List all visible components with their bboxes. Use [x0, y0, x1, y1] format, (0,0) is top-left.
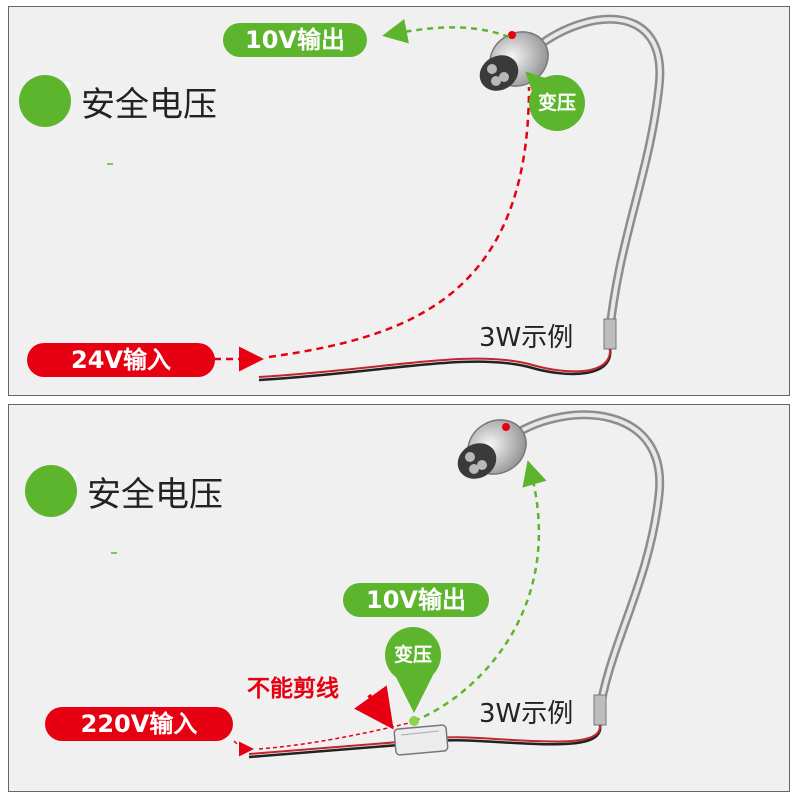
safe-voltage-badge: 安全电压	[19, 75, 217, 127]
safe-voltage-label: 安全电压	[87, 474, 223, 515]
panel-1-drawing	[27, 14, 665, 382]
output-arrow-line	[413, 460, 547, 723]
internal-path	[268, 86, 531, 359]
example-label: 3W示例	[479, 699, 574, 729]
gooseneck-hose	[509, 410, 665, 720]
check-circle	[19, 75, 71, 127]
transformer-icon	[393, 724, 449, 756]
safe-voltage-badge: 安全电压	[25, 465, 223, 517]
input-arrow-line	[233, 740, 254, 757]
warning-label: 不能剪线	[247, 676, 339, 702]
transform-circle: 变压	[529, 75, 585, 131]
example-label: 3W示例	[479, 323, 574, 353]
safe-voltage-label: 安全电压	[81, 84, 217, 125]
cable	[258, 348, 612, 382]
input-pill: 24V输入	[27, 343, 215, 377]
panel-24v: 安全电压 10V输出 变压 24V输入 3W示例	[8, 6, 790, 396]
output-arrow-line	[382, 18, 510, 44]
lamp-icon	[457, 419, 527, 479]
panel-220v: 安全电压 10V输出 变压 220V输入 不能剪线 3W示例	[8, 404, 790, 792]
transform-circle: 变压	[385, 627, 441, 683]
warning-arrow	[354, 685, 394, 730]
output-pill: 10V输出	[223, 23, 367, 57]
check-circle	[25, 465, 77, 517]
input-pill: 220V输入	[45, 707, 233, 741]
output-pill: 10V输出	[343, 583, 489, 617]
